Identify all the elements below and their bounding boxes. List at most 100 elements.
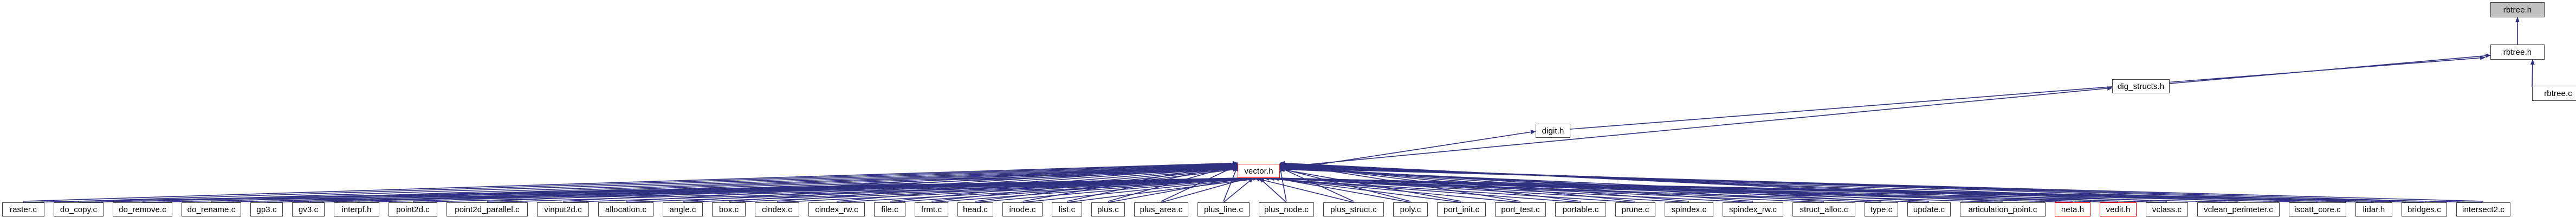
leaf-node-angle-c[interactable]: angle.c bbox=[663, 202, 703, 216]
edge-leaf-to-vector bbox=[1264, 176, 2425, 203]
leaf-node-file-c[interactable]: file.c bbox=[874, 202, 905, 216]
edge-leaf-sweep bbox=[728, 163, 1238, 202]
leaf-node-type-c[interactable]: type.c bbox=[1865, 202, 1898, 216]
leaf-node-bridges-c[interactable]: bridges.c bbox=[2402, 202, 2447, 216]
edge-leaf-sweep bbox=[1279, 161, 2073, 202]
leaf-node-do-rename-c[interactable]: do_rename.c bbox=[182, 202, 241, 216]
edge-leaf-sweep bbox=[412, 166, 1238, 202]
leaf-node-cindex-rw-c[interactable]: cindex_rw.c bbox=[808, 202, 865, 216]
leaf-node-intersect2-c[interactable]: intersect2.c bbox=[2456, 202, 2510, 216]
leaf-node-spindex-rw-c[interactable]: spindex_rw.c bbox=[1723, 202, 1783, 216]
edge-leaf-to-vector bbox=[1273, 176, 2003, 203]
node-label: point2d_parallel.c bbox=[455, 205, 520, 214]
leaf-node-raster-c[interactable]: raster.c bbox=[2, 202, 44, 216]
leaf-node-update-c[interactable]: update.c bbox=[1907, 202, 1951, 216]
edge-leaf-to-vector bbox=[682, 176, 1249, 203]
node-label: vector.h bbox=[1244, 166, 1273, 176]
node-rbtree-c[interactable]: rbtree.c bbox=[2532, 86, 2576, 101]
edge-leaf-sweep bbox=[23, 161, 1238, 202]
node-label: portable.c bbox=[1562, 205, 1599, 214]
edge-leaf-sweep bbox=[889, 165, 1238, 202]
edge-leaf-to-vector bbox=[1254, 176, 1636, 203]
edge-leaf-sweep bbox=[1279, 165, 2425, 202]
edge-leaf-sweep bbox=[625, 162, 1238, 202]
leaf-node-allocation-c[interactable]: allocation.c bbox=[598, 202, 653, 216]
leaf-node-plus-area-c[interactable]: plus_area.c bbox=[1134, 202, 1188, 216]
leaf-node-articulation-point-c[interactable]: articulation_point.c bbox=[1960, 202, 2046, 216]
edge-leaf-sweep bbox=[487, 167, 1238, 202]
leaf-node-poly-c[interactable]: poly.c bbox=[1393, 202, 1428, 216]
edge-leaf-sweep bbox=[1279, 163, 1690, 202]
leaf-node-do-remove-c[interactable]: do_remove.c bbox=[113, 202, 172, 216]
leaf-node-vclean-perimeter-c[interactable]: vclean_perimeter.c bbox=[2197, 202, 2280, 216]
leaf-node-port-test-c[interactable]: port_test.c bbox=[1495, 202, 1546, 216]
edge-leaf-to-vector bbox=[625, 176, 1244, 203]
leaf-node-iscatt-core-c[interactable]: iscatt_core.c bbox=[2289, 202, 2346, 216]
node-label: interpf.h bbox=[341, 205, 372, 214]
edge-leaf-to-vector bbox=[1259, 176, 2167, 203]
node-label: intersect2.c bbox=[2462, 205, 2504, 214]
leaf-node-prune-c[interactable]: prune.c bbox=[1615, 202, 1655, 216]
node-label: allocation.c bbox=[605, 205, 647, 214]
node-label: do_copy.c bbox=[60, 205, 98, 214]
node-label: digit.h bbox=[1542, 126, 1564, 136]
leaf-node-inode-c[interactable]: inode.c bbox=[1002, 202, 1043, 216]
leaf-node-box-c[interactable]: box.c bbox=[712, 202, 746, 216]
leaf-node-gv3-c[interactable]: gv3.c bbox=[292, 202, 325, 216]
node-label: plus_struct.c bbox=[1330, 205, 1377, 214]
leaf-node-cindex-c[interactable]: cindex.c bbox=[755, 202, 799, 216]
edge-leaf-sweep bbox=[1278, 166, 1287, 202]
edge-leaf-to-vector bbox=[1108, 176, 1244, 203]
node-rbtree-h[interactable]: rbtree.h bbox=[2490, 44, 2545, 60]
leaf-node-interpf-h[interactable]: interpf.h bbox=[334, 202, 379, 216]
leaf-node-vedit-h[interactable]: vedit.h bbox=[2100, 202, 2137, 216]
leaf-node-neta-h[interactable]: neta.h bbox=[2055, 202, 2090, 216]
node-label: file.c bbox=[881, 205, 898, 214]
leaf-node-vclass-c[interactable]: vclass.c bbox=[2146, 202, 2188, 216]
edge-leaf-to-vector bbox=[1264, 176, 1824, 203]
leaf-node-list-c[interactable]: list.c bbox=[1052, 202, 1082, 216]
edge-leaf-to-vector bbox=[1259, 176, 1882, 203]
leaf-node-spindex-c[interactable]: spindex.c bbox=[1665, 202, 1713, 216]
leaf-node-gp3-c[interactable]: gp3.c bbox=[250, 202, 283, 216]
leaf-node-plus-line-c[interactable]: plus_line.c bbox=[1198, 202, 1250, 216]
edge-leaf-sweep bbox=[1223, 165, 1238, 202]
leaf-node-plus-node-c[interactable]: plus_node.c bbox=[1259, 202, 1314, 216]
node-vector-h[interactable]: vector.h bbox=[1238, 164, 1280, 178]
edge-leaf-to-vector bbox=[1259, 176, 1581, 203]
leaf-node-port-init-c[interactable]: port_init.c bbox=[1437, 202, 1486, 216]
node-label: lidar.h bbox=[2363, 205, 2385, 214]
node-label: dig_structs.h bbox=[2117, 81, 2165, 91]
leaf-node-frmt-c[interactable]: frmt.c bbox=[915, 202, 948, 216]
leaf-node-vinput2d-c[interactable]: vinput2d.c bbox=[537, 202, 589, 216]
edge-leaf-to-vector bbox=[728, 176, 1254, 203]
leaf-node-plus-struct-c[interactable]: plus_struct.c bbox=[1323, 202, 1384, 216]
node-label: do_rename.c bbox=[187, 205, 236, 214]
edge-leaf-sweep bbox=[1066, 162, 1238, 202]
edge-leaf-to-vector bbox=[1268, 176, 1462, 203]
edge-leaf-to-vector bbox=[1259, 177, 1287, 203]
leaf-node-lidar-h[interactable]: lidar.h bbox=[2355, 202, 2392, 216]
node-label: list.c bbox=[1058, 205, 1076, 214]
node-label: vinput2d.c bbox=[544, 205, 582, 214]
leaf-node-struct-alloc-c[interactable]: struct_alloc.c bbox=[1792, 202, 1855, 216]
leaf-node-do-copy-c[interactable]: do_copy.c bbox=[54, 202, 103, 216]
node-label: update.c bbox=[1913, 205, 1945, 214]
edge-leaf-to-vector bbox=[1264, 176, 1521, 203]
edge-leaf-sweep bbox=[682, 162, 1238, 202]
node-label: poly.c bbox=[1400, 205, 1421, 214]
edge-leaf-to-vector bbox=[776, 176, 1259, 203]
leaf-node-plus-c[interactable]: plus.c bbox=[1091, 202, 1125, 216]
edge-leaf-sweep bbox=[1279, 167, 2003, 202]
edge-leaf-sweep bbox=[1279, 162, 1581, 202]
node-dig-structs-h[interactable]: dig_structs.h bbox=[2112, 79, 2170, 93]
leaf-node-portable-c[interactable]: portable.c bbox=[1555, 202, 1606, 216]
edge-vector-to-dig-structs bbox=[1279, 86, 2113, 168]
node-rbtree-h-root[interactable]: rbtree.h bbox=[2490, 2, 2545, 17]
node-digit-h[interactable]: digit.h bbox=[1536, 124, 1570, 138]
leaf-node-head-c[interactable]: head.c bbox=[957, 202, 993, 216]
leaf-node-point2d-parallel-c[interactable]: point2d_parallel.c bbox=[446, 202, 528, 216]
leaf-node-point2d-c[interactable]: point2d.c bbox=[389, 202, 437, 216]
edge-leaf-sweep bbox=[211, 163, 1238, 202]
